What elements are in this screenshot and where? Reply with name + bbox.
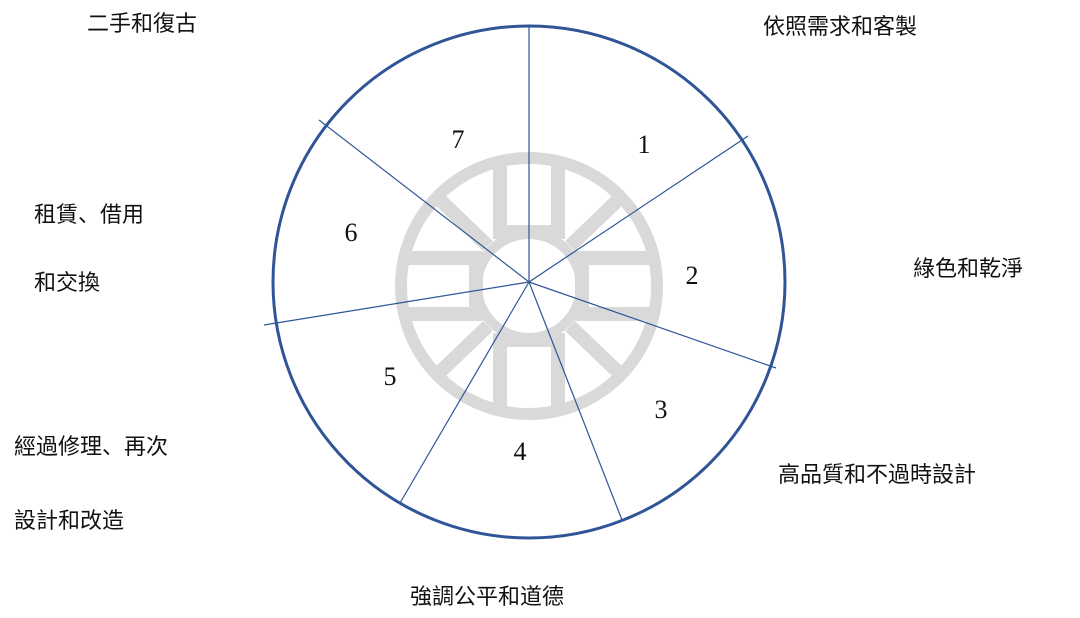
segment-spoke-2 [528, 135, 749, 283]
segment-number-4: 4 [514, 437, 527, 466]
segment-spoke-4 [528, 281, 623, 521]
label-segment-4: 強調公平和道德 [410, 585, 565, 610]
label-segment-7: 二手和復古 [87, 12, 198, 37]
segment-spoke-5 [399, 281, 530, 504]
segment-number-5: 5 [384, 362, 397, 391]
segment-spoke-7 [318, 119, 530, 283]
label-segment-3: 高品質和不過時設計 [778, 463, 977, 488]
label-segment-6-line-1: 租賃、借用 [34, 203, 145, 228]
segment-number-7: 7 [452, 125, 465, 154]
segment-spoke-3 [528, 281, 777, 369]
segment-numbers: 1 2 3 4 5 6 7 [345, 125, 699, 466]
segment-number-2: 2 [686, 261, 699, 290]
label-segment-6-line-2: 和交換 [34, 271, 101, 296]
segment-spoke-6 [263, 281, 530, 326]
segment-number-3: 3 [655, 395, 668, 424]
label-segment-5-line-2: 設計和改造 [14, 509, 125, 534]
label-segment-5-line-1: 經過修理、再次 [14, 435, 169, 460]
label-segment-1: 依照需求和客製 [763, 15, 918, 40]
label-segment-2: 綠色和乾淨 [913, 257, 1024, 282]
segment-spokes [263, 26, 777, 521]
segment-number-6: 6 [345, 218, 358, 247]
segment-number-1: 1 [638, 130, 651, 159]
